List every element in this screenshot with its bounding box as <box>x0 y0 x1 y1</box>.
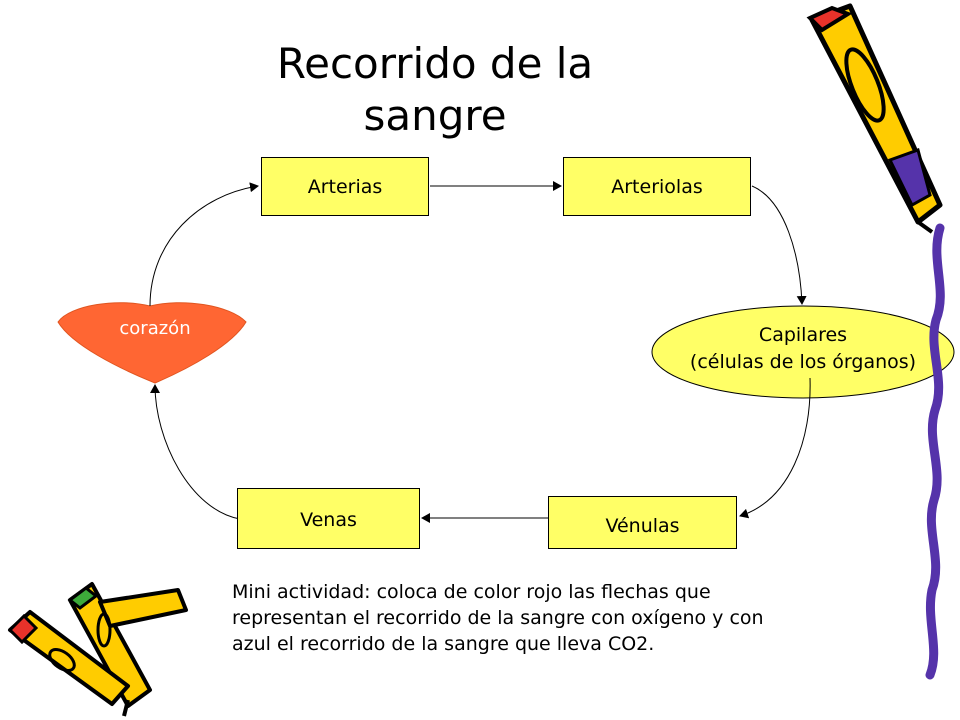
pencil-clipart-top-right <box>806 3 943 234</box>
pencil-clipart-bottom-left <box>7 582 188 717</box>
capilares-ellipse <box>651 305 955 399</box>
node-venas-label: Venas <box>300 509 357 531</box>
node-arteriolas: Arteriolas <box>563 157 751 216</box>
node-arterias: Arterias <box>261 157 429 216</box>
squiggle-line-right <box>925 223 945 680</box>
activity-instructions: Mini actividad: coloca de color rojo las… <box>232 581 764 655</box>
node-arteriolas-label: Arteriolas <box>611 175 703 198</box>
arrow-venas-to-corazon <box>150 384 241 520</box>
page-title: Recorrido de la sangre <box>276 39 594 140</box>
node-venulas-label: Vénulas <box>605 514 680 537</box>
corazon-heart-shape <box>57 302 247 384</box>
node-capilares: Capilares (células de los órganos) <box>650 322 956 376</box>
node-capilares-label: Capilares <box>758 324 848 346</box>
node-venulas: Vénulas <box>548 496 737 549</box>
arrow-arteriolas-to-capilares <box>751 185 807 305</box>
node-venas: Venas <box>237 488 420 549</box>
node-capilares-sublabel: (células de los órganos) <box>689 351 917 373</box>
node-corazon-label: corazón <box>119 318 191 339</box>
arrow-capilares-to-venulas <box>739 377 811 519</box>
arrow-corazon-to-arterias <box>149 182 259 307</box>
node-arterias-label: Arterias <box>307 175 383 198</box>
